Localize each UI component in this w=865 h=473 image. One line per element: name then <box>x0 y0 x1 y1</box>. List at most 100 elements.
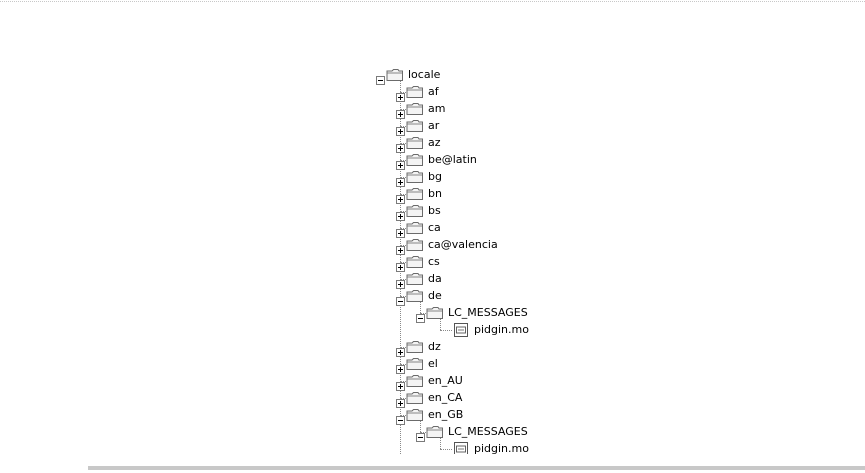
tree-item-label: ca <box>428 220 441 234</box>
expand-toggle-icon[interactable] <box>396 206 405 221</box>
tree-item-label: cs <box>428 254 440 268</box>
folder-icon <box>406 238 424 252</box>
folder-icon <box>406 391 424 405</box>
tree-item-label: en_CA <box>428 390 463 404</box>
tree-item-label: locale <box>408 67 441 81</box>
tree-folder-item[interactable]: ca@valencia <box>406 236 498 253</box>
folder-icon <box>406 221 424 235</box>
expand-toggle-icon[interactable] <box>396 87 405 102</box>
expand-toggle-icon[interactable] <box>396 359 405 374</box>
tree-folder-item[interactable]: el <box>406 355 438 372</box>
tree-connector-horizontal <box>400 227 408 229</box>
collapse-toggle-icon[interactable] <box>416 308 425 323</box>
tree-folder-item[interactable]: en_CA <box>406 389 462 406</box>
top-dotted-divider <box>0 1 865 2</box>
tree-folder-item[interactable]: dz <box>406 338 441 355</box>
tree-connector-horizontal <box>440 448 452 450</box>
tree-connector-horizontal <box>440 329 452 331</box>
tree-folder-item[interactable]: en_AU <box>406 372 463 389</box>
tree-file-item[interactable]: pidgin.mo <box>452 440 529 454</box>
tree-folder-item[interactable]: bg <box>406 168 442 185</box>
tree-connector-vertical <box>420 419 421 432</box>
tree-item-label: ar <box>428 118 440 132</box>
tree-folder-item[interactable]: en_GB <box>406 406 463 423</box>
tree-folder-item[interactable]: locale <box>386 66 440 83</box>
tree-item-label: bn <box>428 186 442 200</box>
tree-connector-horizontal <box>400 159 408 161</box>
tree-connector-horizontal <box>420 312 428 314</box>
tree-item-label: en_GB <box>428 407 464 421</box>
expand-toggle-icon[interactable] <box>396 223 405 238</box>
folder-icon <box>406 204 424 218</box>
expand-toggle-icon[interactable] <box>396 155 405 170</box>
folder-icon <box>406 408 424 422</box>
tree-item-label: en_AU <box>428 373 463 387</box>
expand-toggle-icon[interactable] <box>396 376 405 391</box>
tree-folder-item[interactable]: de <box>406 287 442 304</box>
tree-folder-item[interactable]: da <box>406 270 442 287</box>
tree-file-item[interactable]: pidgin.mo <box>452 321 529 338</box>
tree-connector-vertical <box>420 300 421 313</box>
tree-item-label: bs <box>428 203 441 217</box>
expand-toggle-icon[interactable] <box>396 104 405 119</box>
tree-item-label: af <box>428 84 439 98</box>
expand-toggle-icon[interactable] <box>396 240 405 255</box>
expand-toggle-icon[interactable] <box>396 189 405 204</box>
expand-toggle-icon[interactable] <box>396 138 405 153</box>
expand-toggle-icon[interactable] <box>396 274 405 289</box>
tree-folder-item[interactable]: bn <box>406 185 442 202</box>
folder-icon <box>406 119 424 133</box>
folder-icon <box>386 68 404 82</box>
tree-folder-item[interactable]: be@latin <box>406 151 477 168</box>
tree-connector-horizontal <box>400 278 408 280</box>
expand-toggle-icon[interactable] <box>396 121 405 136</box>
tree-folder-item[interactable]: af <box>406 83 439 100</box>
tree-item-label: da <box>428 271 442 285</box>
folder-icon <box>426 306 444 320</box>
collapse-toggle-icon[interactable] <box>396 291 405 306</box>
folder-icon <box>406 289 424 303</box>
folder-icon <box>406 170 424 184</box>
tree-item-label: az <box>428 135 441 149</box>
tree-connector-horizontal <box>400 261 408 263</box>
folder-icon <box>406 136 424 150</box>
expand-toggle-icon[interactable] <box>396 393 405 408</box>
expand-toggle-icon[interactable] <box>396 172 405 187</box>
tree-folder-item[interactable]: az <box>406 134 441 151</box>
collapse-toggle-icon[interactable] <box>396 410 405 425</box>
expand-toggle-icon[interactable] <box>396 342 405 357</box>
tree-connector-horizontal <box>400 414 408 416</box>
tree-item-label: pidgin.mo <box>474 322 529 336</box>
tree-folder-item[interactable]: LC_MESSAGES <box>426 304 528 321</box>
tree-item-label: ca@valencia <box>428 237 498 251</box>
mo-file-icon <box>452 441 470 454</box>
tree-connector-horizontal <box>400 91 408 93</box>
mo-file-icon <box>452 322 470 337</box>
folder-icon <box>406 357 424 371</box>
folder-icon <box>406 85 424 99</box>
folder-icon <box>406 255 424 269</box>
tree-connector-horizontal <box>400 244 408 246</box>
tree-item-label: am <box>428 101 446 115</box>
tree-connector-horizontal <box>400 210 408 212</box>
tree-connector-horizontal <box>400 346 408 348</box>
tree-item-label: el <box>428 356 438 370</box>
tree-item-label: LC_MESSAGES <box>448 424 528 438</box>
folder-icon <box>406 153 424 167</box>
tree-folder-item[interactable]: ar <box>406 117 439 134</box>
expand-toggle-icon[interactable] <box>396 257 405 272</box>
tree-folder-item[interactable]: cs <box>406 253 440 270</box>
tree-item-label: LC_MESSAGES <box>448 305 528 319</box>
tree-item-label: pidgin.mo <box>474 441 529 455</box>
tree-folder-item[interactable]: am <box>406 100 445 117</box>
folder-icon <box>406 374 424 388</box>
tree-connector-horizontal <box>420 431 428 433</box>
folder-icon <box>406 272 424 286</box>
tree-folder-item[interactable]: ca <box>406 219 441 236</box>
tree-folder-item[interactable]: bs <box>406 202 441 219</box>
collapse-toggle-icon[interactable] <box>376 70 385 85</box>
collapse-toggle-icon[interactable] <box>416 427 425 442</box>
folder-icon <box>406 102 424 116</box>
tree-folder-item[interactable]: LC_MESSAGES <box>426 423 528 440</box>
